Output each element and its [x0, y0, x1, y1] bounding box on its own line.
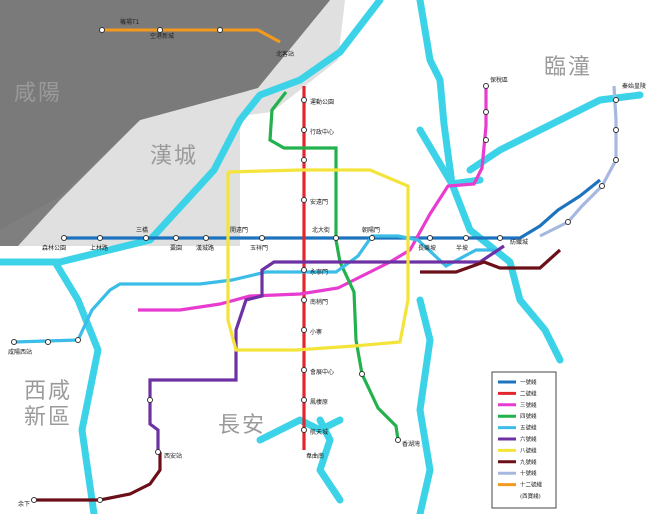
chan-river: [416, 0, 484, 188]
station-label: 韋曲南: [306, 452, 324, 460]
station-label: 漢城路: [196, 244, 214, 252]
legend-label: 三號綫: [520, 401, 537, 409]
south-river: [316, 416, 344, 504]
wei-river: [0, 0, 384, 266]
legend-label: 九號綫: [520, 458, 537, 466]
station-label: 空港新城: [150, 32, 174, 40]
legend-label: 六號綫: [520, 435, 537, 443]
station-label: 玉祥門: [250, 244, 268, 252]
district-changan: 長安: [218, 413, 266, 438]
station-label: 秦始皇陵: [622, 82, 646, 90]
legend-label: 一號綫: [520, 378, 537, 386]
station-label: 開遠門: [230, 226, 248, 234]
district-hancheng: 漢城: [150, 144, 198, 169]
line-9: [420, 248, 562, 274]
station-label: 余下: [18, 500, 30, 508]
district-xianyang: 咸陽: [14, 81, 62, 106]
station-label: 安遠門: [310, 198, 328, 206]
station-label: 保稅區: [490, 76, 508, 84]
district-xixian-2: 新區: [24, 405, 72, 430]
stations: [11, 27, 619, 503]
legend-label: 十二號綫: [520, 481, 543, 489]
station-label: 航天城: [310, 428, 328, 436]
legend-label: (西寶綫): [520, 492, 541, 500]
station-labels: 森林公園 上林路 三橋 棗園 漢城路 開遠門 玉祥門 北大街 朝陽門 長樂坡 半…: [8, 18, 646, 508]
station-label: 森林公園: [42, 244, 66, 252]
legend-label: 十號綫: [520, 469, 537, 477]
ba-river: [416, 126, 564, 364]
station-label: 北客站: [276, 50, 294, 58]
xianyang-dark: [0, 0, 330, 230]
station-label: 上林路: [90, 244, 108, 252]
station-label: 朝陽門: [362, 226, 380, 234]
line-1: [64, 178, 601, 240]
jing-river: [416, 296, 434, 514]
station-label: 北大街: [312, 226, 330, 234]
station-label: 南稍門: [310, 298, 328, 306]
station-label: 運動公園: [310, 98, 334, 106]
legend-label: 二號綫: [520, 389, 537, 397]
station-label: 鳳棲原: [310, 398, 328, 406]
line-5: [13, 234, 496, 344]
station-label: 棗園: [170, 244, 182, 252]
legend-label: 八號綫: [520, 446, 537, 454]
hancheng-block: [18, 0, 345, 246]
legend-label: 四號綫: [520, 412, 537, 420]
line-8: [226, 168, 410, 352]
station-label: 香湖灣: [402, 440, 420, 448]
station-label: 會展中心: [310, 368, 334, 376]
station-label: 行政中心: [310, 128, 334, 136]
station-label: 西安站: [164, 452, 182, 460]
legend-label: 五號綫: [520, 424, 537, 432]
district-xixian-1: 西咸: [24, 379, 72, 404]
feng-river: [51, 258, 102, 514]
line-9-west: [34, 452, 162, 502]
station-label: 半坡: [456, 244, 468, 252]
station-label: 永寧門: [310, 268, 328, 276]
district-lintong: 臨潼: [544, 55, 592, 80]
station-label: 三橋: [136, 226, 148, 234]
station-label: 紡織城: [510, 238, 528, 246]
line-4: [268, 91, 400, 441]
line-3: [138, 86, 488, 312]
station-label: 機場T1: [120, 18, 140, 26]
station-label: 小寨: [310, 328, 322, 336]
station-label: 長樂坡: [418, 244, 436, 252]
east-river: [466, 91, 644, 174]
station-label: 咸陽西站: [8, 348, 32, 356]
